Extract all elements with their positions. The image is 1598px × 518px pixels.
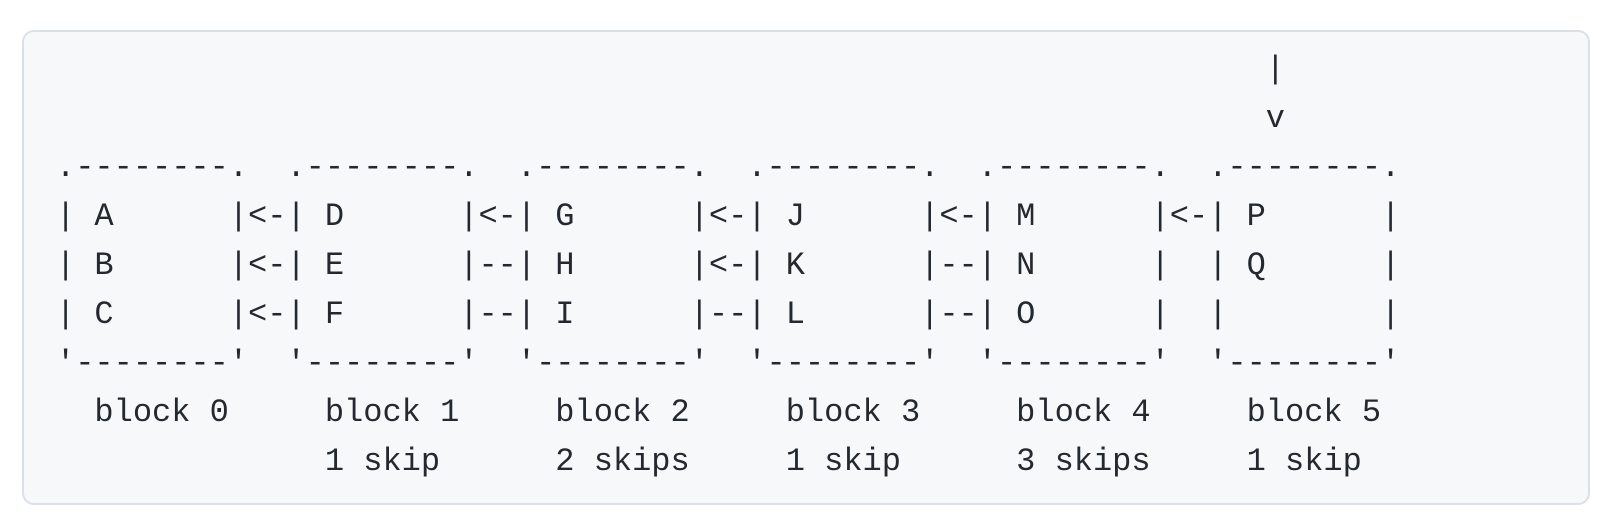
pointer-arrowhead-line: v (56, 100, 1285, 137)
ascii-diagram-code-block: | v .--------. .--------. .--------. .---… (22, 30, 1590, 505)
box-row-1-line: | A |<-| D |<-| G |<-| J |<-| M |<-| P | (56, 198, 1401, 235)
skip-labels-line: 1 skip 2 skips 1 skip 3 skips 1 skip (56, 443, 1362, 480)
box-row-2-line: | B |<-| E |--| H |<-| K |--| N | | Q | (56, 247, 1401, 284)
box-row-3-line: | C |<-| F |--| I |--| L |--| O | | | (56, 296, 1401, 333)
pointer-stem-line: | (56, 51, 1285, 88)
box-bottom-border-line: '--------' '--------' '--------' '------… (56, 345, 1401, 382)
block-labels-line: block 0 block 1 block 2 block 3 block 4 … (56, 394, 1382, 431)
box-top-border-line: .--------. .--------. .--------. .------… (56, 149, 1401, 186)
